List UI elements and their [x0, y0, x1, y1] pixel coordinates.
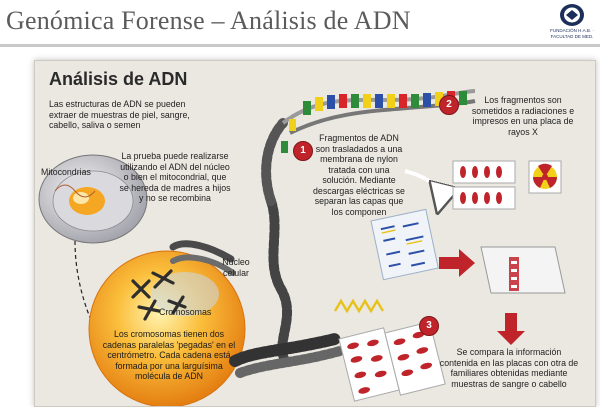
diagram-heading: Análisis de ADN	[49, 69, 188, 89]
cell-nucleus-icon	[88, 250, 246, 406]
university-logo-icon	[560, 4, 584, 26]
nucleus-label: Núcleo celular	[222, 257, 250, 278]
red-arrow-down-icon	[497, 313, 525, 345]
logo-text: FUNDACIÓN H.A.B. · FACULTAD DE MED.	[550, 28, 594, 39]
step-2-badge: 2	[439, 95, 459, 115]
diagram-artwork	[38, 89, 566, 406]
chromosomes-icon	[131, 269, 187, 321]
x-ray-film-icon	[480, 246, 566, 294]
chromosomes-text: Los cromosomas tienen dos cadenas parale…	[102, 329, 236, 381]
x-ray-plates-icon	[452, 160, 516, 210]
intro-text: Las estructuras de ADN se pueden extraer…	[49, 99, 190, 130]
dna-helix-icon	[281, 89, 476, 153]
dna-coil-icon	[229, 118, 345, 378]
comparison-plates-icon	[338, 321, 446, 402]
step-3-badge: 3	[419, 316, 439, 336]
step-1-badge: 1	[293, 141, 313, 161]
step-2-text: Los fragmentos son sometidos a radiacion…	[471, 95, 575, 137]
radiation-symbol-icon	[528, 160, 562, 194]
mitochondrion-cell-icon	[38, 154, 148, 244]
title-divider	[0, 44, 600, 47]
nucleus-test-text: La prueba puede realizarse utilizando el…	[119, 151, 231, 203]
nylon-membrane-icon	[370, 208, 439, 281]
step-3-text: Se compara la información contenida en l…	[439, 347, 579, 389]
infographic-panel: Análisis de ADN Las estructuras de ADN s…	[34, 60, 596, 407]
spring-coil-icon	[333, 298, 385, 314]
mitochondria-label: Mitocondrias	[41, 167, 91, 177]
step-1-text: Fragmentos de ADN son trasladados a una …	[313, 133, 405, 217]
slide-title: Genómica Forense – Análisis de ADN	[6, 6, 411, 35]
large-chromosome-icon	[169, 240, 236, 276]
chromosomes-label: Cromosomas	[159, 307, 212, 317]
red-arrow-right-icon	[439, 249, 475, 277]
